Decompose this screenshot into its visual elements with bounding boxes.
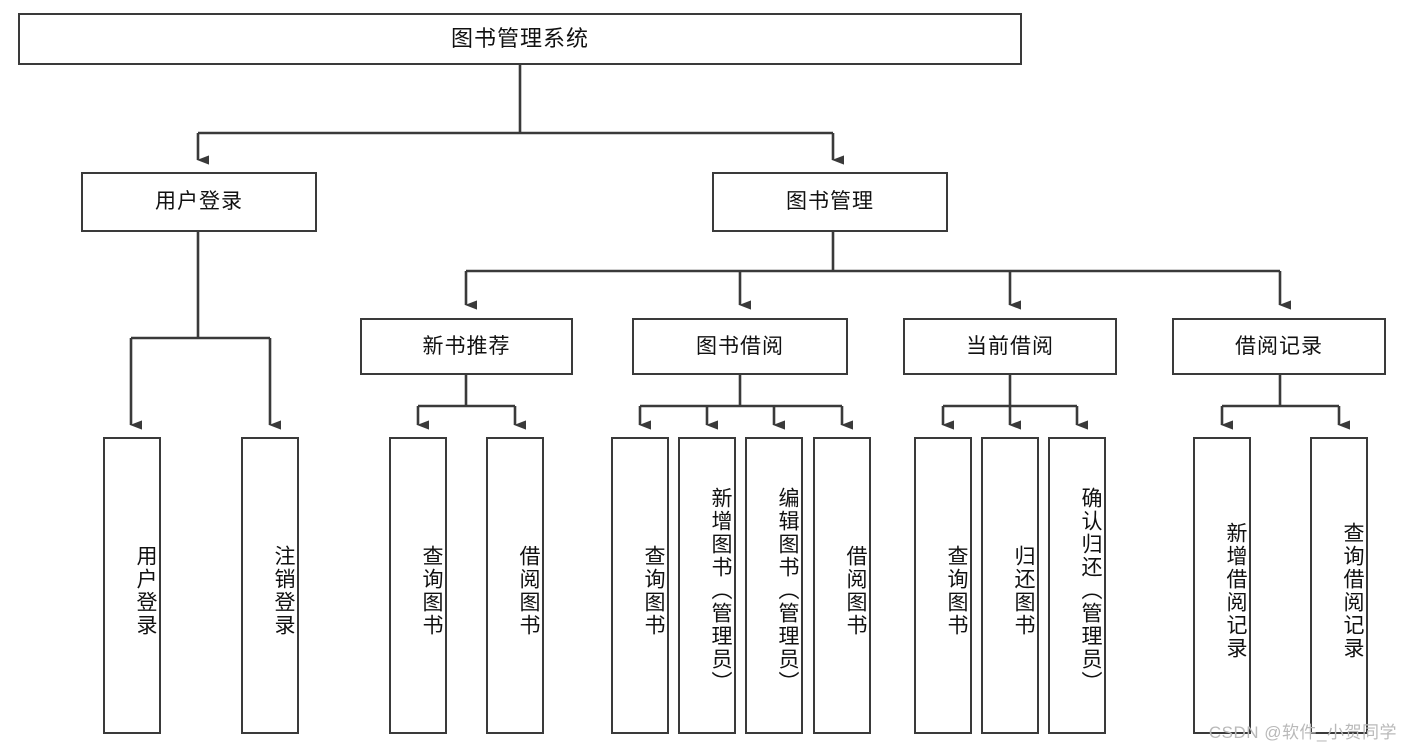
node-label: 借阅图书	[517, 544, 540, 637]
node-label: 借阅记录	[1235, 334, 1323, 358]
node-label: 查询图书	[420, 544, 443, 637]
node-leaf-query-books-borrow[interactable]: 查询图书	[611, 437, 669, 734]
node-leaf-add-book-admin[interactable]: 新增图书（管理员）	[678, 437, 736, 734]
node-leaf-query-borrow-record[interactable]: 查询借阅记录	[1310, 437, 1368, 734]
node-leaf-return-books[interactable]: 归还图书	[981, 437, 1039, 734]
node-leaf-query-books-current[interactable]: 查询图书	[914, 437, 972, 734]
node-leaf-edit-book-admin[interactable]: 编辑图书（管理员）	[745, 437, 803, 734]
node-label: 确认归还（管理员）	[1079, 487, 1102, 694]
node-label: 归还图书	[1012, 544, 1035, 637]
node-label: 图书管理	[786, 190, 874, 214]
node-label: 编辑图书（管理员）	[776, 487, 799, 694]
node-label: 当前借阅	[966, 334, 1054, 358]
node-book-management[interactable]: 图书管理	[712, 172, 948, 232]
node-label: 查询借阅记录	[1341, 521, 1364, 660]
node-leaf-add-borrow-record[interactable]: 新增借阅记录	[1193, 437, 1251, 734]
node-label: 用户登录	[155, 190, 243, 214]
node-leaf-user-login[interactable]: 用户登录	[103, 437, 161, 734]
node-book-borrow[interactable]: 图书借阅	[632, 318, 848, 375]
node-label: 注销登录	[272, 544, 295, 637]
watermark: CSDN @软件_小贺同学	[1208, 723, 1397, 742]
node-label: 查询图书	[642, 544, 665, 637]
node-label: 查询图书	[945, 544, 968, 637]
node-new-book-recommend[interactable]: 新书推荐	[360, 318, 573, 375]
node-leaf-query-books-recommend[interactable]: 查询图书	[389, 437, 447, 734]
node-label: 新增借阅记录	[1224, 521, 1247, 660]
node-borrow-record[interactable]: 借阅记录	[1172, 318, 1386, 375]
node-root-book-management-system[interactable]: 图书管理系统	[18, 13, 1022, 65]
node-label: 图书管理系统	[450, 25, 589, 51]
node-user-login[interactable]: 用户登录	[81, 172, 317, 232]
node-label: 图书借阅	[696, 334, 784, 358]
node-leaf-logout[interactable]: 注销登录	[241, 437, 299, 734]
node-label: 用户登录	[134, 544, 157, 637]
node-leaf-borrow-books-recommend[interactable]: 借阅图书	[486, 437, 544, 734]
node-label: 新书推荐	[422, 334, 511, 358]
node-current-borrow[interactable]: 当前借阅	[903, 318, 1117, 375]
node-label: 借阅图书	[844, 544, 867, 637]
node-leaf-borrow-books[interactable]: 借阅图书	[813, 437, 871, 734]
node-leaf-confirm-return-admin[interactable]: 确认归还（管理员）	[1048, 437, 1106, 734]
node-label: 新增图书（管理员）	[709, 487, 732, 694]
